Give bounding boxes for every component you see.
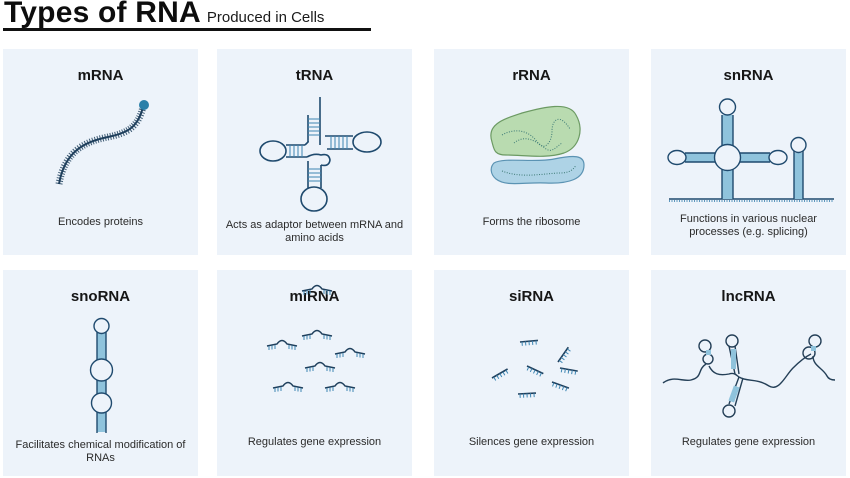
page-header: Types of RNA Produced in Cells xyxy=(4,0,324,30)
mrna-strand-icon xyxy=(55,100,149,185)
trna-cloverleaf-icon xyxy=(259,97,382,212)
card-description: Forms the ribosome xyxy=(482,216,581,228)
card-description: Facilitates chemical modification of RNA… xyxy=(15,439,186,464)
card-mrna: mRNA Encodes proteins xyxy=(3,49,198,255)
card-mirna: miRNA Regulates gene expression xyxy=(217,270,412,476)
snrna-structure-icon xyxy=(667,98,834,202)
title-underline xyxy=(3,28,371,31)
card-title: snRNA xyxy=(723,67,774,84)
card-trna: tRNA Acts as adapt xyxy=(217,49,412,255)
card-title: mRNA xyxy=(77,67,124,84)
card-description: Regulates gene expression xyxy=(247,436,382,448)
card-snorna: snoRNA Facilitates chemical modification… xyxy=(3,270,198,476)
card-description: Silences gene expression xyxy=(468,436,595,448)
card-title: rRNA xyxy=(512,67,551,84)
card-rrna: rRNA Forms the ribosome xyxy=(434,49,629,255)
card-lncrna: lncRNA Regulates gene expression xyxy=(651,270,846,476)
page-subtitle: Produced in Cells xyxy=(206,9,325,26)
ribosome-icon xyxy=(490,105,585,185)
card-description: Acts as adaptor between mRNA and amino a… xyxy=(225,219,404,244)
card-title: lncRNA xyxy=(721,288,776,305)
card-title: tRNA xyxy=(295,67,334,84)
card-snrna: snRNA Functions in various nuclear proce… xyxy=(651,49,846,255)
card-sirna: siRNA Silences gene expression xyxy=(434,270,629,476)
page-title: Types of RNA xyxy=(4,0,201,29)
card-description: Functions in various nuclear processes (… xyxy=(680,213,817,238)
lncrna-strand-icon xyxy=(662,334,836,418)
card-title: siRNA xyxy=(508,288,554,305)
card-title: snoRNA xyxy=(70,288,131,305)
card-description: Regulates gene expression xyxy=(681,436,816,448)
card-description: Encodes proteins xyxy=(58,216,143,228)
snorna-hairpin-icon xyxy=(89,317,114,433)
